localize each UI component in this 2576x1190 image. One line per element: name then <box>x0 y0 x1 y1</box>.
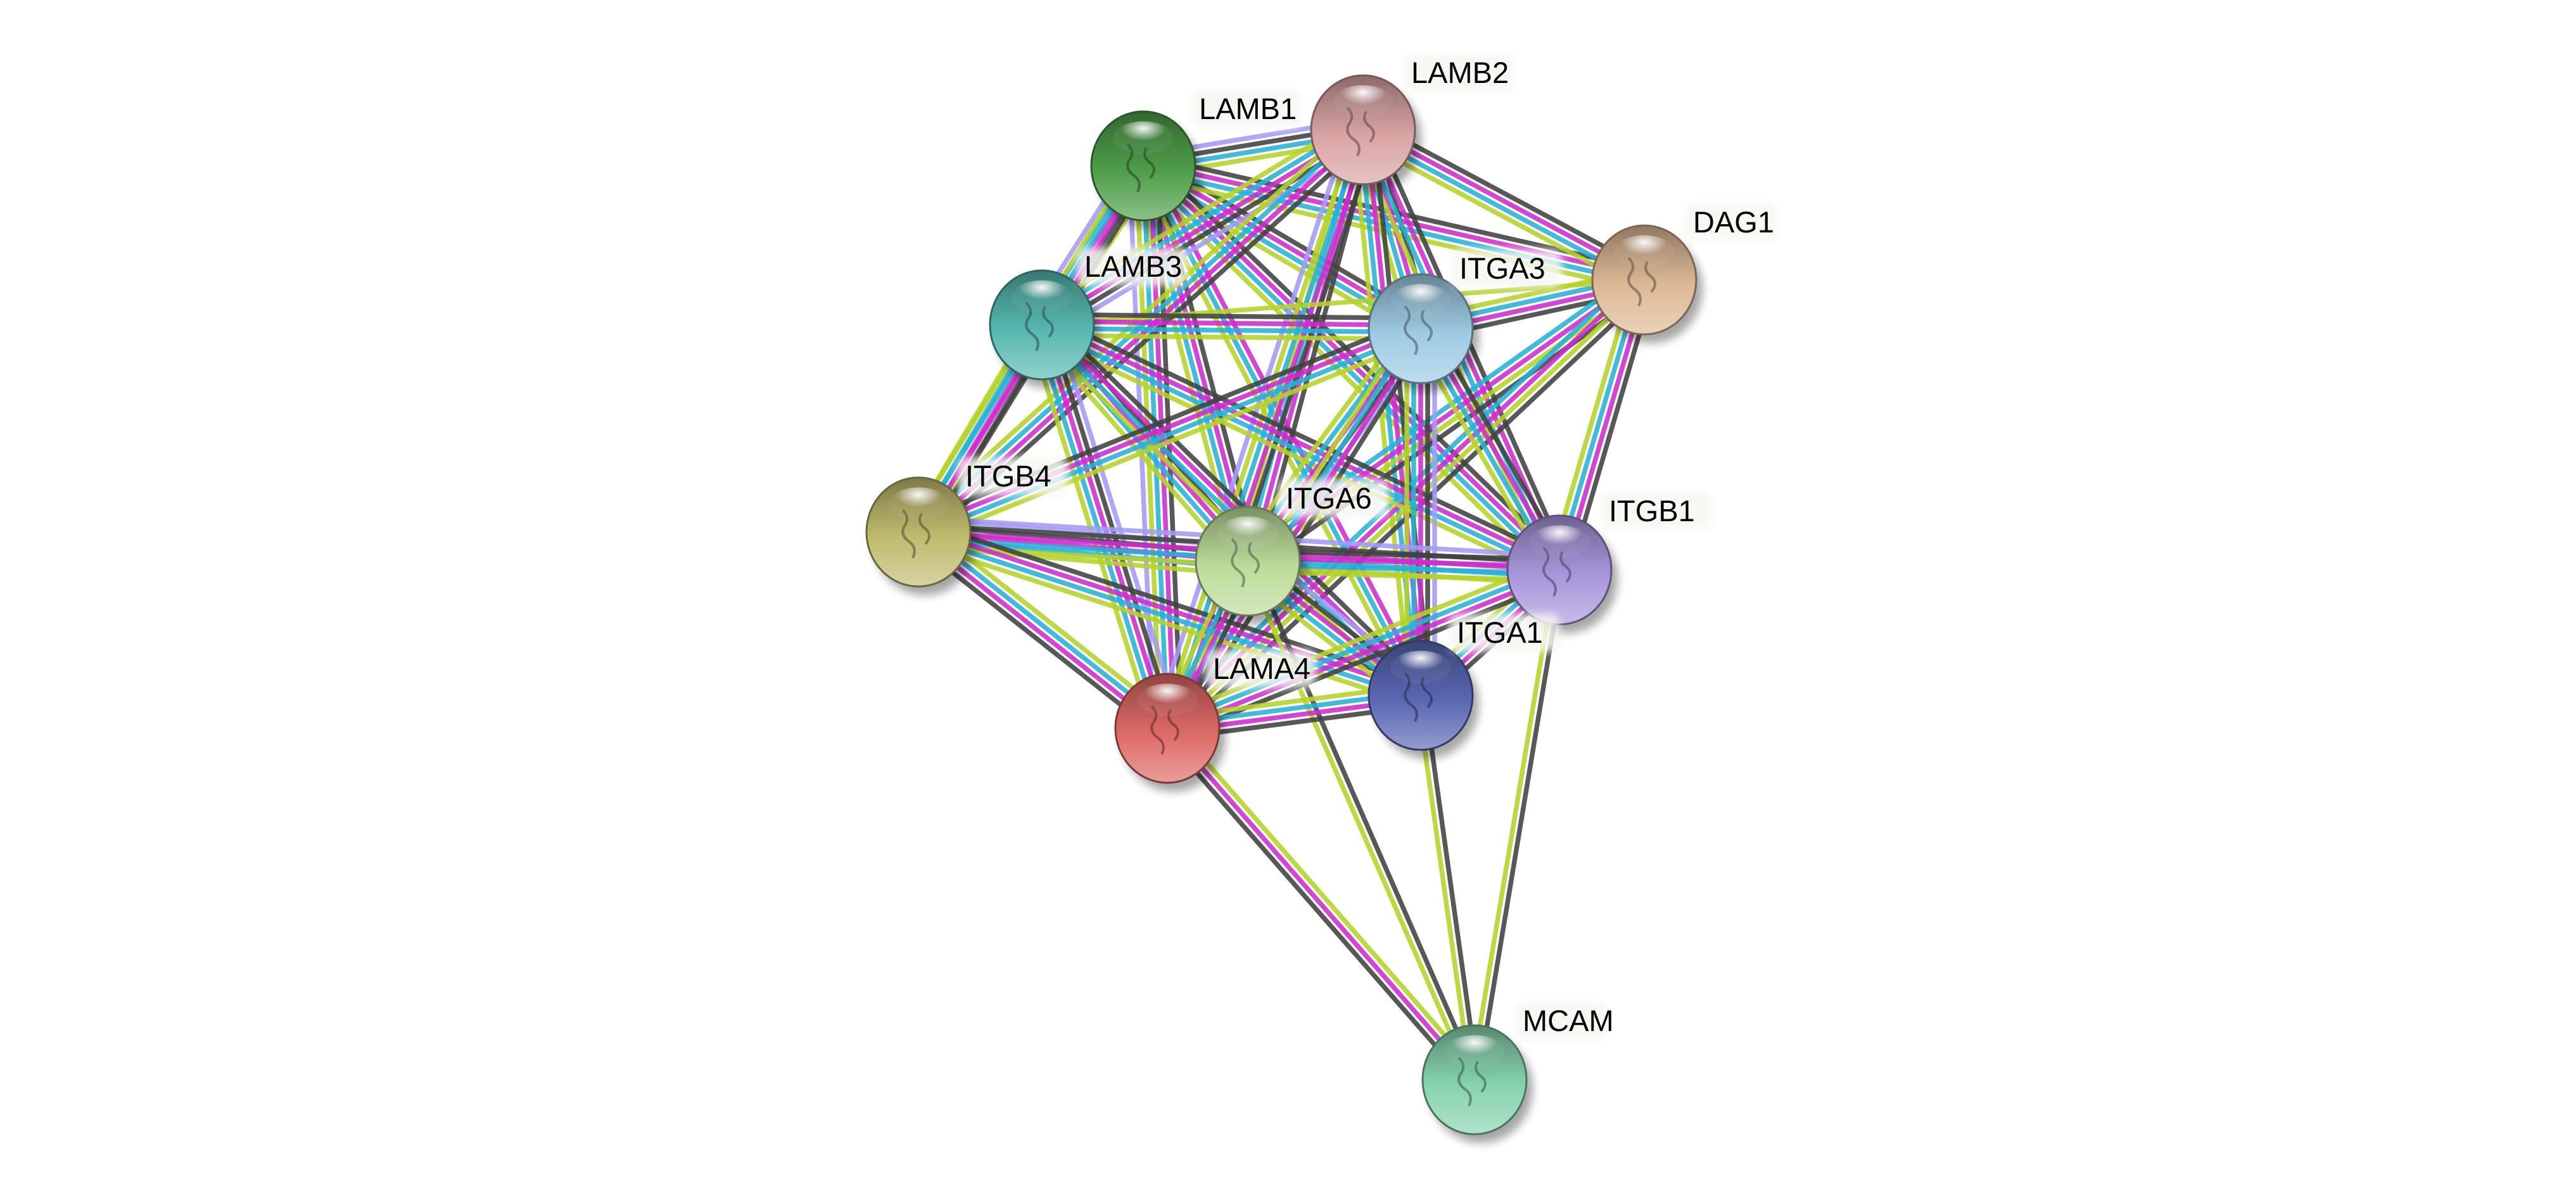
node-highlight <box>1217 516 1278 550</box>
edge-itga1-mcam[interactable] <box>1414 694 1481 1081</box>
edge-lamb3-itgb1[interactable] <box>1036 313 1565 582</box>
node-label-text: MCAM <box>1523 1004 1614 1037</box>
edge-line-coexpression[interactable] <box>1046 322 1177 727</box>
node-label-itga3: ITGA3 <box>1452 250 1562 288</box>
node-highlight <box>1390 650 1451 684</box>
node-label-itga1: ITGA1 <box>1449 614 1559 652</box>
node-label-text: ITGA6 <box>1286 481 1372 515</box>
edge-line-textmining[interactable] <box>1036 332 1556 582</box>
node-lama4[interactable] <box>1114 673 1226 792</box>
label-halo <box>958 457 1068 495</box>
edge-lamb3-lama4[interactable] <box>1026 320 1183 733</box>
label-halo <box>1601 492 1711 530</box>
node-label-lamb2: LAMB2 <box>1404 54 1514 92</box>
node-highlight <box>1113 121 1174 155</box>
label-halo <box>1404 54 1514 92</box>
edge-line-textmining[interactable] <box>1242 561 1474 1082</box>
label-halo <box>1278 479 1388 517</box>
edge-line-curated-database[interactable] <box>1041 326 1421 335</box>
edge-lamb3-itga3[interactable] <box>1041 312 1421 342</box>
edge-line-experimental[interactable] <box>1144 164 1253 561</box>
edge-line-coexpression[interactable] <box>1045 313 1565 563</box>
label-halo <box>1515 1002 1606 1040</box>
node-mcam[interactable] <box>1421 1024 1533 1143</box>
node-lamb3[interactable] <box>989 269 1100 388</box>
edge-line-coexpression[interactable] <box>1248 559 1480 1080</box>
label-halo <box>1452 250 1562 288</box>
edge-line-experimental[interactable] <box>1042 319 1562 569</box>
node-highlight <box>1444 1035 1505 1068</box>
edge-line-experimental[interactable] <box>1042 319 1421 328</box>
node-label-lama4: LAMA4 <box>1205 650 1316 688</box>
node-label-text: DAG1 <box>1693 205 1774 239</box>
node-lamb2[interactable] <box>1310 74 1421 193</box>
edge-line-coexpression[interactable] <box>1421 694 1481 1080</box>
edge-line-textmining[interactable] <box>1131 168 1240 565</box>
node-dag1[interactable] <box>1591 224 1703 343</box>
edge-lama4-mcam[interactable] <box>1160 722 1482 1086</box>
node-highlight <box>1390 284 1451 317</box>
node-label-mcam: MCAM <box>1515 1002 1614 1040</box>
edge-line-experimental[interactable] <box>1165 726 1476 1082</box>
edge-line-curated-database[interactable] <box>1165 564 1559 728</box>
node-label-text: ITGB1 <box>1609 494 1695 528</box>
edge-line-coexpression[interactable] <box>920 519 1425 688</box>
node-label-itga6: ITGA6 <box>1278 479 1388 517</box>
node-itga3[interactable] <box>1367 273 1479 392</box>
node-label-dag1: DAG1 <box>1685 203 1777 241</box>
edge-itga6-mcam[interactable] <box>1242 559 1480 1082</box>
label-halo <box>1685 203 1777 241</box>
edge-line-textmining[interactable] <box>914 540 1419 708</box>
node-label-text: ITGA1 <box>1457 616 1543 649</box>
edge-itgb1-lama4[interactable] <box>1162 558 1564 740</box>
node-highlight <box>888 487 949 521</box>
node-label-text: LAMB1 <box>1199 92 1297 125</box>
node-itgb4[interactable] <box>865 476 977 595</box>
node-label-text: LAMA4 <box>1213 652 1310 685</box>
label-halo <box>1449 614 1559 652</box>
node-highlight <box>1529 525 1590 559</box>
node-label-itgb4: ITGB4 <box>958 457 1068 495</box>
node-lamb1[interactable] <box>1090 110 1202 229</box>
edge-line-coexpression[interactable] <box>1042 312 1421 321</box>
node-itga6[interactable] <box>1195 505 1306 624</box>
edge-line-textmining[interactable] <box>1041 332 1421 342</box>
edge-line-coexpression[interactable] <box>1047 315 1430 690</box>
node-label-text: ITGB4 <box>965 459 1051 493</box>
node-label-itgb1: ITGB1 <box>1601 492 1711 530</box>
node-itga1[interactable] <box>1367 640 1479 759</box>
node-label-lamb3: LAMB3 <box>1077 248 1187 286</box>
edge-line-experimental[interactable] <box>1167 571 1562 734</box>
node-itgb1[interactable] <box>1506 514 1618 633</box>
label-halo <box>1077 248 1187 286</box>
edge-line-textmining[interactable] <box>921 336 1426 544</box>
nodes-layer <box>865 74 1703 1143</box>
edge-line-homology[interactable] <box>1053 320 1183 725</box>
edge-line-curated-database[interactable] <box>1039 326 1559 576</box>
edge-line-experimental[interactable] <box>1039 324 1170 730</box>
node-label-text: LAMB2 <box>1411 56 1509 89</box>
node-highlight <box>1333 85 1393 118</box>
edge-line-textmining[interactable] <box>1414 695 1474 1081</box>
edge-line-coexpression[interactable] <box>1170 577 1564 740</box>
label-halo <box>1205 650 1316 688</box>
node-label-text: ITGA3 <box>1459 251 1545 285</box>
edge-line-coexpression[interactable] <box>1252 286 1652 572</box>
edge-itgb1-mcam[interactable] <box>1468 569 1566 1081</box>
node-highlight <box>1012 280 1072 313</box>
edge-line-coexpression[interactable] <box>1475 570 1566 1081</box>
node-highlight <box>1614 235 1675 269</box>
edge-line-textmining[interactable] <box>1026 328 1157 733</box>
node-label-text: LAMB3 <box>1084 250 1182 283</box>
edge-line-coexpression[interactable] <box>1160 731 1471 1086</box>
label-halo <box>1191 90 1302 128</box>
node-label-lamb1: LAMB1 <box>1191 90 1302 128</box>
edge-line-curated-database[interactable] <box>918 329 1423 538</box>
edge-line-textmining[interactable] <box>1162 558 1557 721</box>
edge-line-textmining[interactable] <box>1171 722 1482 1077</box>
edge-line-textmining[interactable] <box>1468 569 1559 1080</box>
node-highlight <box>1137 683 1198 717</box>
edge-line-curated-database[interactable] <box>1037 122 1361 321</box>
